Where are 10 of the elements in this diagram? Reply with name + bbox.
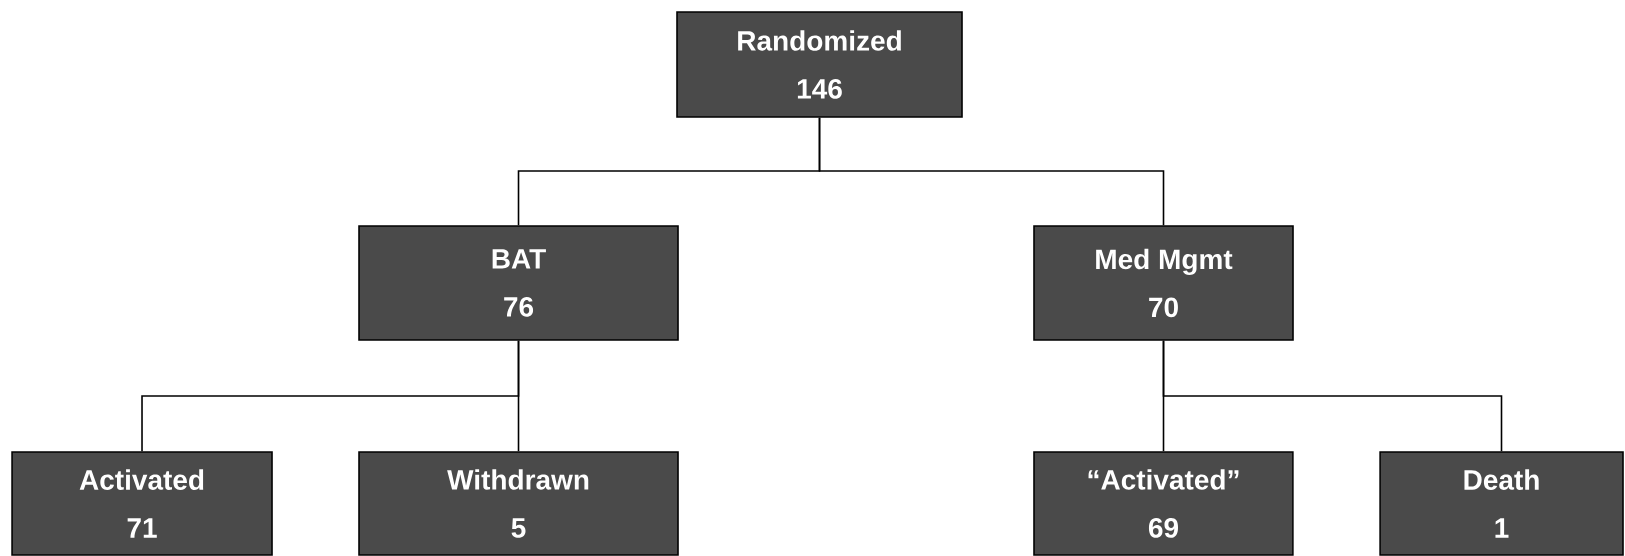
process-box: Med Mgmt 70 [1033, 225, 1294, 341]
process-box: Randomized 146 [676, 11, 963, 118]
process-box: Activated 71 [11, 451, 273, 556]
connector-line [818, 117, 1165, 226]
process-box: Death 1 [1379, 451, 1624, 556]
connector-line [517, 339, 520, 452]
process-box: BAT 76 [358, 225, 679, 341]
process-box: Withdrawn 5 [358, 451, 679, 556]
process-box: “Activated” 69 [1033, 451, 1294, 556]
connector-line [1162, 339, 1503, 452]
